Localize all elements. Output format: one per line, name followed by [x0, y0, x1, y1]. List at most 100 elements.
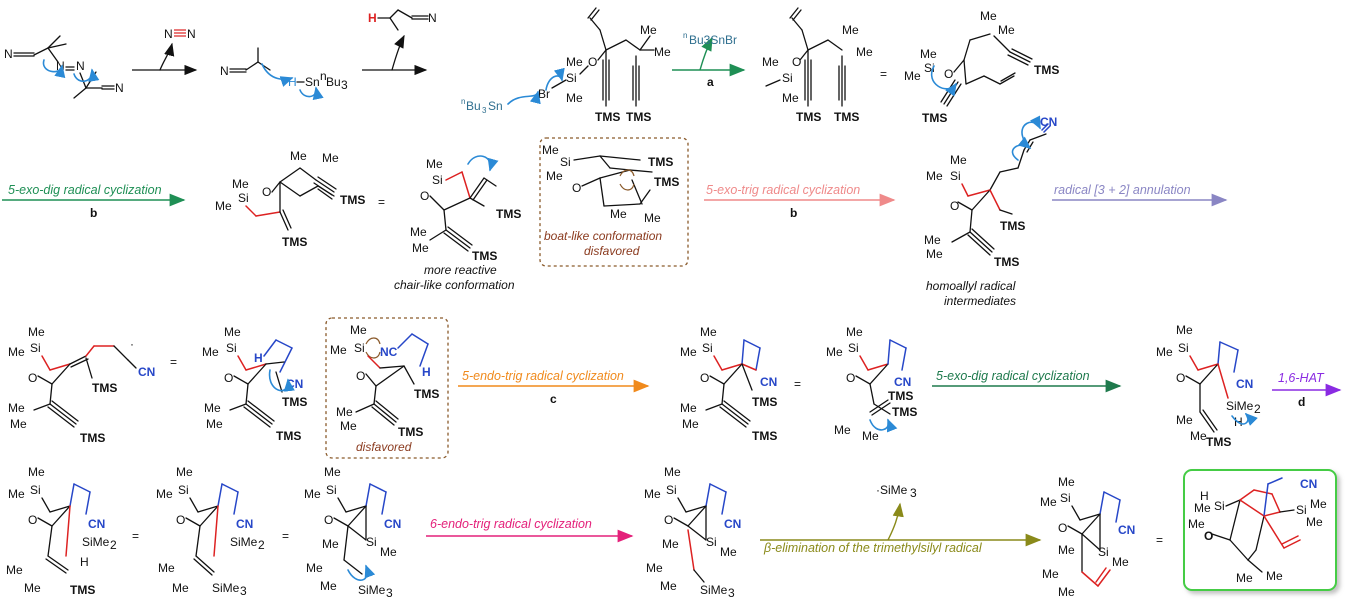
cn-label-7: CN	[88, 517, 105, 531]
product-skeleton: Me Me Si O CN Si Me Me Me Me	[1040, 475, 1135, 599]
step7-label: 6-endo-trig radical cyclization	[430, 517, 592, 531]
cn-label-6: CN	[1236, 377, 1253, 391]
me-label-bb: Me	[158, 561, 175, 575]
tms-label-17: TMS	[282, 395, 307, 409]
equals-sign-7: =	[1156, 533, 1163, 547]
o-label-e: O	[572, 181, 581, 195]
cn-label-2: CN	[138, 365, 155, 379]
step8-label: β-elimination of the trimethylsilyl radi…	[763, 541, 983, 555]
cn-label-12: CN	[1300, 477, 1317, 491]
me-label-c: Me	[842, 23, 859, 37]
me-label-ap: Me	[834, 423, 851, 437]
equals-sign-4: =	[794, 377, 801, 391]
vinyl-radical-intermediate: Me Me Si O Me Me TMS TMS	[215, 149, 365, 249]
me-label-av: Me	[28, 465, 45, 479]
tms-label-26: TMS	[70, 583, 95, 597]
step5-label: 5-exo-dig radical cyclization	[936, 369, 1090, 383]
green-box	[1183, 469, 1337, 591]
me-label-ao: Me	[826, 345, 843, 359]
me-label-bk: Me	[644, 487, 661, 501]
me-label-z: Me	[8, 401, 25, 415]
me-label-ak: Me	[680, 345, 697, 359]
o-label-l: O	[1176, 371, 1185, 385]
tms-label-9: TMS	[496, 207, 521, 221]
si-label-l: Si	[1178, 341, 1189, 355]
tms-label-18: TMS	[276, 429, 301, 443]
silylmethyl-radical-substrate: Me Si Me O Me Me TMS TMS	[762, 7, 873, 124]
me-label-af: Me	[350, 323, 367, 337]
alkyl-radical-nitrile: Me Me Si O · CN TMS Me Me TMS	[8, 325, 155, 445]
bromine-label: Br	[538, 87, 550, 101]
o-label-u: O	[1204, 529, 1213, 543]
tributyltin-hydride: H Sn n Bu 3	[261, 63, 348, 101]
me-label-bd: Me	[324, 465, 341, 479]
tms-label-4: TMS	[834, 110, 859, 124]
chair-caption-1: more reactive	[424, 263, 497, 277]
tms-label-20: TMS	[398, 425, 423, 439]
equals-sign-5: =	[132, 529, 139, 543]
boat-caption-1: boat-like conformation	[544, 229, 662, 243]
o-label-a: O	[792, 55, 801, 69]
h-label: H	[368, 11, 377, 25]
tms-label-10: TMS	[472, 249, 497, 263]
si-label-j: Si	[702, 341, 713, 355]
me-label-p: Me	[542, 143, 559, 157]
me-label-f: Me	[904, 69, 921, 83]
me-label-ar: Me	[1176, 323, 1193, 337]
sime3-label-3: SiMe	[700, 583, 728, 597]
me-label-e: Me	[920, 47, 937, 61]
n2-n-left: N	[164, 27, 173, 41]
equals-sign-2: =	[378, 195, 385, 209]
oxygen-label: O	[588, 55, 597, 69]
nc-label: NC	[380, 345, 398, 359]
si-me-bottom: Me	[566, 91, 583, 105]
sime3-label-1: SiMe	[212, 581, 240, 595]
cn-label-9: CN	[384, 517, 401, 531]
row4-intermediate-d: Me Me Si O CN Si Me Me Me Me SiMe 3	[644, 465, 741, 600]
me-label-bg: Me	[322, 537, 339, 551]
tms-label-15: TMS	[92, 381, 117, 395]
me-label-au: Me	[1190, 429, 1207, 443]
tms-label-21: TMS	[752, 395, 777, 409]
si-label-v: Si	[1296, 503, 1307, 517]
step4-label: 5-endo-trig radical cyclization	[462, 369, 624, 383]
cn-label-5: CN	[894, 375, 911, 389]
tms-label-2: TMS	[626, 110, 651, 124]
me-label-i: Me	[215, 199, 232, 213]
cn-label-8: CN	[236, 517, 253, 531]
tms-label-6: TMS	[922, 111, 947, 125]
dashed-box-2	[325, 317, 449, 459]
h-label-3: H	[422, 365, 431, 379]
homoallyl-caption-2: intermediates	[944, 294, 1016, 308]
me-label-u: Me	[926, 169, 943, 183]
butyl-label: Bu	[326, 75, 341, 89]
si-label-t: Si	[1098, 545, 1109, 559]
me-label-ae: Me	[206, 417, 223, 431]
tin-hydride-h: H	[288, 75, 297, 89]
me-label-bs: Me	[1058, 543, 1075, 557]
isobutyronitrile-byproduct: H N	[368, 9, 437, 31]
o-label-s: O	[1058, 521, 1067, 535]
gem-me-2: Me	[654, 45, 671, 59]
me-label-l: Me	[322, 151, 339, 165]
me-label-ay: Me	[24, 581, 41, 595]
si-label-f: Si	[950, 169, 961, 183]
sime3-label-2: SiMe	[358, 583, 386, 597]
tms-label-24: TMS	[892, 405, 917, 419]
me-label-b: Me	[782, 91, 799, 105]
me-label-bc: Me	[172, 581, 189, 595]
me-label-ac: Me	[202, 345, 219, 359]
me-label-bn: Me	[646, 561, 663, 575]
subscript-3: 3	[341, 78, 348, 92]
me-label-bw: Me	[1188, 517, 1205, 531]
me-label-s: Me	[644, 211, 661, 225]
sime3-radical-sub: 3	[910, 486, 917, 500]
me-label-bi: Me	[320, 579, 337, 593]
chair-caption-2: chair-like conformation	[394, 278, 515, 292]
step6-label: 1,6-HAT	[1278, 371, 1325, 385]
me-label-bq: Me	[1040, 495, 1057, 509]
tms-label-1: TMS	[595, 110, 620, 124]
nitrile-n-2: N	[428, 11, 437, 25]
dashed-box-1	[539, 137, 689, 267]
tms-label-8: TMS	[282, 235, 307, 249]
